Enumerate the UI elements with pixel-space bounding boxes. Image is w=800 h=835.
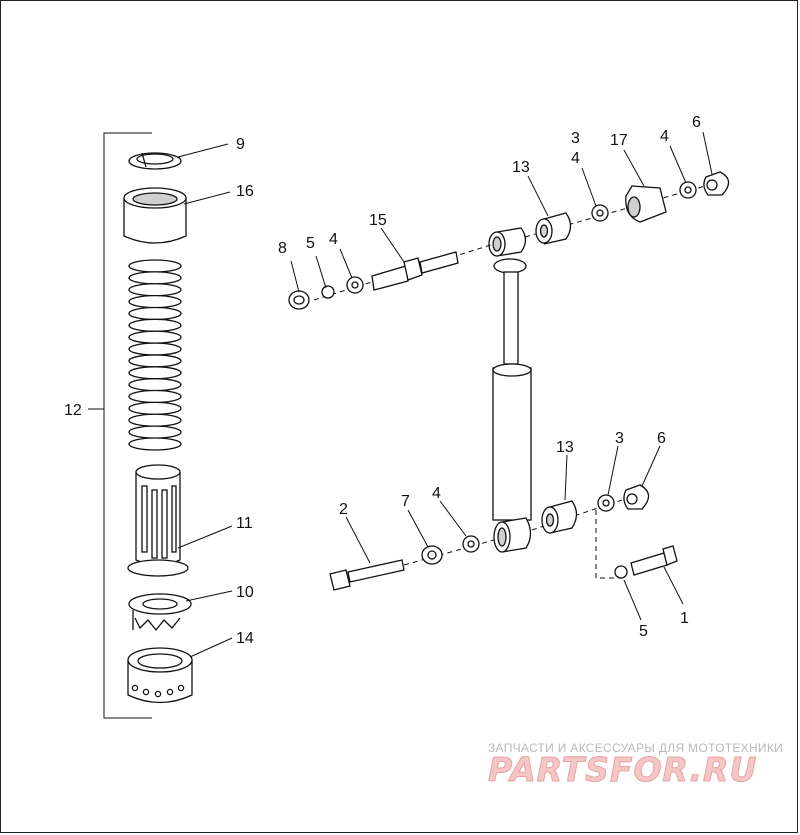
part-10-adjuster-cam xyxy=(128,593,192,632)
callout-3-upper: 3 xyxy=(571,130,580,147)
callout-4-upper-right: 4 xyxy=(660,128,669,145)
callout-4-upper-mid: 4 xyxy=(571,150,580,167)
part-1-screw xyxy=(630,545,678,576)
part-4-washer-upper-right xyxy=(679,181,697,199)
part-8-nut xyxy=(288,290,310,310)
callout-2: 2 xyxy=(339,501,348,518)
callout-7: 7 xyxy=(401,493,410,510)
part-13-bushing-lower xyxy=(541,500,578,534)
callout-9: 9 xyxy=(236,136,245,153)
callout-13-lower: 13 xyxy=(556,439,574,456)
callout-6-upper: 6 xyxy=(692,114,701,131)
spring-coil xyxy=(128,294,182,309)
spring-coil xyxy=(128,378,182,392)
callout-16: 16 xyxy=(236,183,254,200)
part-11-spring-sleeve xyxy=(127,464,189,577)
spring-coil xyxy=(128,259,182,273)
watermark-tagline: ЗАПЧАСТИ И АКСЕССУАРЫ ДЛЯ МОТОТЕХНИКИ xyxy=(488,741,783,755)
part-16-spring-cap xyxy=(123,187,187,244)
spring-coil xyxy=(128,342,182,356)
part-4-washer-upper-mid xyxy=(591,204,609,222)
spring-coil xyxy=(128,318,182,332)
callout-15: 15 xyxy=(369,212,387,229)
spring-coil xyxy=(128,413,182,427)
spring-coil xyxy=(128,401,182,416)
part-6-acorn-nut-lower xyxy=(623,484,650,510)
callout-8: 8 xyxy=(278,240,287,257)
callout-11: 11 xyxy=(236,515,253,532)
callout-5-upper: 5 xyxy=(306,235,315,252)
spring-coil xyxy=(128,366,182,380)
spring-coil xyxy=(128,437,182,451)
part-7-nut xyxy=(421,545,443,565)
callout-4-upper-left: 4 xyxy=(329,231,338,248)
shock-absorber xyxy=(488,227,532,553)
part-4-washer-upper-left xyxy=(346,276,364,294)
callout-labels: 9 16 12 11 10 14 8 5 4 15 13 3 4 17 4 6 … xyxy=(64,114,701,647)
part-5-lockwasher-lower xyxy=(614,565,628,579)
callout-14: 14 xyxy=(236,630,254,647)
spring-coil xyxy=(128,330,182,344)
part-3-washer-lower xyxy=(597,494,615,512)
spring-coil xyxy=(128,425,182,439)
spring-coil xyxy=(128,389,182,404)
watermark-brand: PARTSFOR.RU xyxy=(488,750,757,789)
part-2-bolt xyxy=(329,559,405,591)
spring-coil xyxy=(128,283,182,297)
bracket-12 xyxy=(88,132,152,719)
part-9-retaining-ring xyxy=(128,152,182,170)
callout-10: 10 xyxy=(236,584,254,601)
spring-coil xyxy=(128,354,182,368)
part-17-spacer xyxy=(625,185,667,223)
callout-6-lower: 6 xyxy=(657,430,666,447)
callout-5-lower: 5 xyxy=(639,623,648,640)
part-14-adjuster-collar xyxy=(127,647,193,704)
callout-13-upper: 13 xyxy=(512,159,530,176)
callout-12: 12 xyxy=(64,402,82,419)
callout-4-lower: 4 xyxy=(432,485,441,502)
spring xyxy=(128,259,182,451)
watermark: ЗАПЧАСТИ И АКСЕССУАРЫ ДЛЯ МОТОТЕХНИКИ PA… xyxy=(488,741,783,790)
leader-lines xyxy=(177,131,713,658)
part-5-lockwasher-upper xyxy=(321,285,335,299)
callout-3-lower: 3 xyxy=(615,430,624,447)
callout-17: 17 xyxy=(610,132,628,149)
callout-1: 1 xyxy=(680,610,689,627)
spring-coil xyxy=(128,306,182,321)
part-15-stud xyxy=(371,251,459,291)
part-6-acorn-nut-upper xyxy=(703,171,730,196)
spring-coil xyxy=(128,271,182,285)
part-13-bushing-upper xyxy=(535,212,572,245)
part-4-washer-lower xyxy=(462,535,480,553)
